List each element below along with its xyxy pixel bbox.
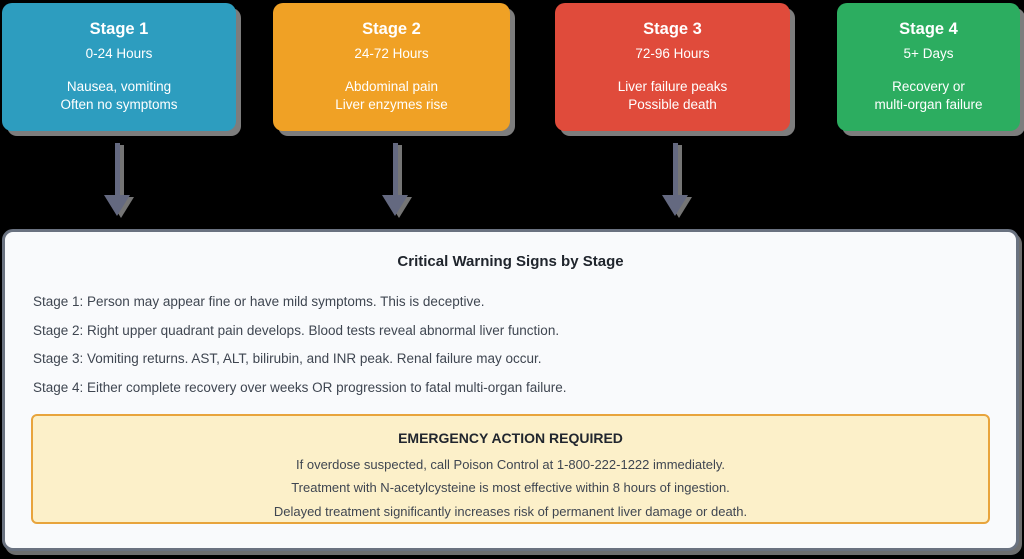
stage-1-symptom-line: Often no symptoms xyxy=(60,97,178,112)
stage-2-title: Stage 2 xyxy=(362,20,421,38)
stage-2-symptom-line: Abdominal pain xyxy=(344,79,439,94)
stage-1-card: Stage 1 0-24 Hours Nausea, vomiting Ofte… xyxy=(2,3,236,131)
arrow-shaft xyxy=(392,143,398,195)
stage-1-title: Stage 1 xyxy=(89,20,149,38)
stage-1-timeframe: 0-24 Hours xyxy=(85,46,153,61)
stage-3-note: Stage 3: Vomiting returns. AST, ALT, bil… xyxy=(33,351,542,366)
stage-4-note: Stage 4: Either complete recovery over w… xyxy=(33,379,567,395)
stage-2-card: Stage 2 24-72 Hours Abdominal pain Liver… xyxy=(273,3,510,131)
stage-2-note: Stage 2: Right upper quadrant pain devel… xyxy=(33,322,560,338)
stage-3-timeframe: 72-96 Hours xyxy=(635,46,710,61)
arrow-head xyxy=(662,195,688,216)
stage-1-note: Stage 1: Person may appear fine or have … xyxy=(33,294,485,309)
arrow-shaft xyxy=(672,143,678,195)
stage-3-title: Stage 3 xyxy=(643,20,702,38)
stage-4-symptom-line: multi-organ failure xyxy=(874,97,983,112)
stage-4-symptom-line: Recovery or xyxy=(892,79,965,94)
stage-3-symptom-line: Liver failure peaks xyxy=(617,79,728,94)
emergency-action-box: EMERGENCY ACTION REQUIRED If overdose su… xyxy=(31,413,990,524)
arrow-down-icon xyxy=(380,143,410,217)
arrow-head xyxy=(104,195,130,216)
emergency-title: EMERGENCY ACTION REQUIRED xyxy=(398,429,623,446)
stage-3-symptom-line: Possible death xyxy=(628,97,717,112)
emergency-line-poison-control: If overdose suspected, call Poison Contr… xyxy=(296,456,725,472)
stage-4-timeframe: 5+ Days xyxy=(903,46,954,61)
stage-2-timeframe: 24-72 Hours xyxy=(354,46,429,61)
stage-4-title: Stage 4 xyxy=(899,20,958,38)
stage-1-symptom-line: Nausea, vomiting xyxy=(66,79,172,94)
arrow-head xyxy=(382,195,408,216)
panel-title: Critical Warning Signs by Stage xyxy=(397,253,624,270)
stage-4-card: Stage 4 5+ Days Recovery or multi-organ … xyxy=(837,3,1020,131)
emergency-line-delay-risk: Delayed treatment significantly increase… xyxy=(273,503,748,519)
arrow-down-icon xyxy=(102,143,132,217)
emergency-line-treatment: Treatment with N-acetylcysteine is most … xyxy=(291,480,730,495)
stage-3-card: Stage 3 72-96 Hours Liver failure peaks … xyxy=(555,3,790,131)
arrow-shaft xyxy=(114,143,120,195)
stage-2-symptom-line: Liver enzymes rise xyxy=(335,97,448,112)
arrow-down-icon xyxy=(660,143,690,217)
stage-notes-list: Stage 1: Person may appear fine or have … xyxy=(33,295,988,395)
warning-signs-panel: Critical Warning Signs by Stage Stage 1:… xyxy=(2,229,1019,551)
